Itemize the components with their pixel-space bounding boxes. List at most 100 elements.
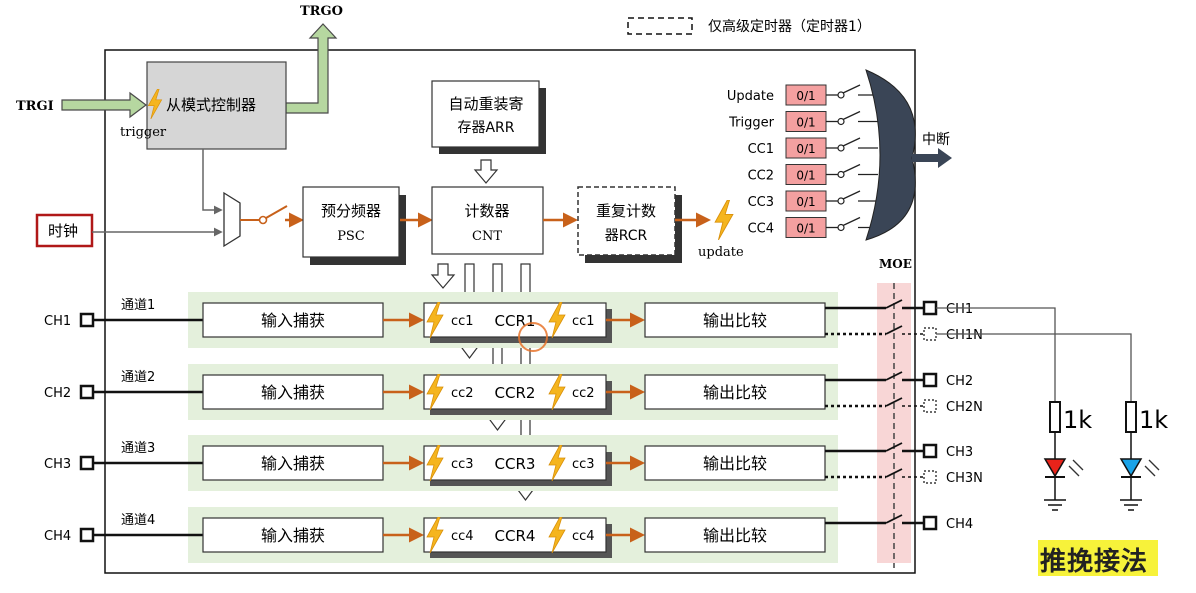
ccr-right-cc-label-2: cc2 <box>572 386 595 401</box>
irq-label-0: Update <box>727 89 774 104</box>
output-pin-label-1: CH1 <box>946 302 973 317</box>
clock-switch-lever <box>265 205 288 219</box>
outputn-pin-label-2: CH2N <box>946 400 983 415</box>
input-pin-label-1: CH1 <box>44 314 71 329</box>
irq-enable-value-3: 0/1 <box>796 169 815 183</box>
irq-enable-value-0: 0/1 <box>796 89 815 103</box>
input-pin-label-3: CH3 <box>44 457 71 472</box>
input-pin-1 <box>79 312 95 328</box>
resistor-label-1: 1k <box>1063 406 1092 434</box>
input-pin-3 <box>79 455 95 471</box>
psc-label-1: 预分频器 <box>321 202 381 220</box>
output-compare-label-3: 输出比较 <box>703 454 767 473</box>
output-compare-label-2: 输出比较 <box>703 383 767 402</box>
psc-block <box>302 186 400 258</box>
outputn-pin-2 <box>923 399 937 413</box>
slave-mode-controller-block <box>146 61 287 150</box>
ccr-left-cc-label-2: cc2 <box>451 386 474 401</box>
input-capture-label-3: 输入捕获 <box>261 454 325 473</box>
ccr-label-2: CCR2 <box>495 384 536 402</box>
trigger-label: trigger <box>120 125 167 140</box>
moe-switch-4 <box>885 514 903 524</box>
moe-switch-3 <box>885 442 903 452</box>
outputn-pin-1 <box>923 327 937 341</box>
ccr-right-cc-label-3: cc3 <box>572 457 595 472</box>
irq-switch-lever-4 <box>842 190 861 200</box>
rcr-label-2: 器RCR <box>605 228 648 244</box>
input-capture-block-2 <box>202 374 384 410</box>
ccr-block-2 <box>423 374 607 410</box>
output-pin-3 <box>922 443 938 459</box>
input-pin-label-4: CH4 <box>44 529 71 544</box>
output-compare-label-4: 输出比较 <box>703 526 767 545</box>
irq-switch-pivot-2 <box>837 144 845 152</box>
irq-enable-value-1: 0/1 <box>796 116 815 130</box>
irq-switch-lever-0 <box>842 84 861 94</box>
output-compare-label-1: 输出比较 <box>703 311 767 330</box>
rcr-block <box>577 186 676 256</box>
trgi-label: TRGI <box>16 99 54 114</box>
led-ray-b-1 <box>1072 459 1084 471</box>
cnt-label-1: 计数器 <box>464 202 509 220</box>
ccr-label-3: CCR3 <box>495 455 536 473</box>
timer-frame <box>104 49 916 574</box>
clock-label: 时钟 <box>48 222 78 240</box>
input-pin-2 <box>79 384 95 400</box>
clock-switch-pivot <box>258 215 268 225</box>
irq-switch-lever-1 <box>842 110 861 121</box>
output-pin-1 <box>922 300 938 316</box>
led-ray-a-1 <box>1068 465 1080 477</box>
arr-label-1: 自动重装寄 <box>448 95 523 113</box>
outputn-pin-label-1: CH1N <box>946 328 983 343</box>
input-capture-block-1 <box>202 302 384 338</box>
channel-label-1: 通道1 <box>121 298 155 313</box>
interrupt-label: 中断 <box>922 132 950 148</box>
resistor-1 <box>1049 401 1061 433</box>
arr-block <box>431 80 540 148</box>
output-pin-label-3: CH3 <box>946 445 973 460</box>
moen-switch-1 <box>885 325 903 335</box>
legend-text: 仅高级定时器（定时器1） <box>708 18 871 35</box>
irq-label-2: CC1 <box>748 142 774 157</box>
ccr-right-cc-label-1: cc1 <box>572 314 595 329</box>
input-capture-label-1: 输入捕获 <box>261 311 325 330</box>
irq-switch-lever-2 <box>842 137 861 147</box>
update-label: update <box>698 245 744 260</box>
input-pin-label-2: CH2 <box>44 386 71 401</box>
resistor-2 <box>1125 401 1137 433</box>
cnt-label-2: CNT <box>472 229 502 244</box>
ccr-label-4: CCR4 <box>495 527 536 545</box>
irq-label-4: CC3 <box>748 195 774 210</box>
moe-switch-2 <box>885 371 903 381</box>
caption <box>1038 540 1158 576</box>
irq-switch-pivot-3 <box>837 170 845 179</box>
output-compare-block-3 <box>644 445 826 481</box>
update-bolt-icon <box>714 200 734 240</box>
input-capture-label-4: 输入捕获 <box>261 526 325 545</box>
output-compare-block-1 <box>644 302 826 338</box>
channel-label-2: 通道2 <box>121 370 155 385</box>
outputn-pin-label-3: CH3N <box>946 471 983 486</box>
cnt-down-arrow <box>430 263 456 289</box>
led-diode-icon-2 <box>1119 458 1143 478</box>
moe-label: MOE <box>879 257 912 271</box>
cursor-highlight <box>518 322 548 352</box>
caption-text: 推挽接法 <box>1040 547 1149 577</box>
clock-mux <box>223 191 241 248</box>
channel-label-4: 通道4 <box>121 513 155 528</box>
interrupt-or-gate <box>865 69 916 241</box>
irq-enable-value-4: 0/1 <box>796 195 815 209</box>
input-capture-block-3 <box>202 445 384 481</box>
rcr-label-1: 重复计数 <box>596 202 656 220</box>
legend-dashed-box <box>627 17 693 35</box>
irq-switch-pivot-1 <box>837 117 845 126</box>
irq-switch-pivot-4 <box>837 197 845 205</box>
input-capture-label-2: 输入捕获 <box>261 383 325 402</box>
ccr-block-1 <box>423 302 607 338</box>
outputn-pin-3 <box>923 470 937 484</box>
irq-label-1: Trigger <box>728 116 774 131</box>
input-pin-4 <box>79 527 95 543</box>
led-diode-icon-1 <box>1043 458 1067 478</box>
